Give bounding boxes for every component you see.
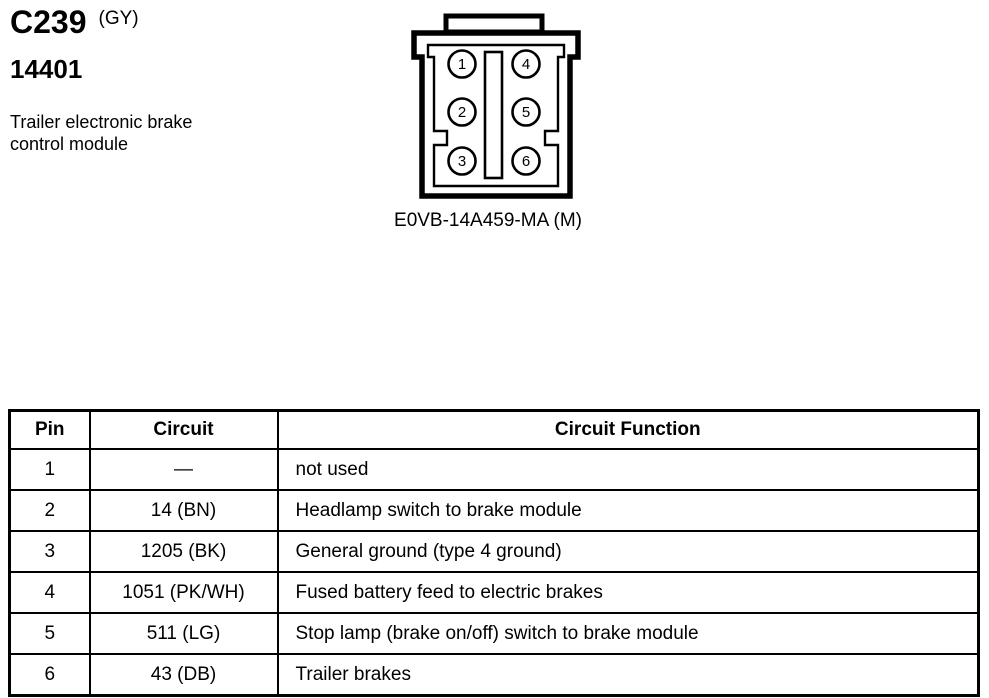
pin-cell: 2 (8, 489, 91, 532)
table-row: 6 43 (DB) Trailer brakes (8, 653, 980, 697)
pin-4-cavity (511, 49, 541, 79)
pin-1-cavity (447, 49, 477, 79)
circuit-cell: 1051 (PK/WH) (88, 571, 279, 614)
function-cell: Headlamp switch to brake module (276, 489, 980, 532)
function-cell: General ground (type 4 ground) (276, 530, 980, 573)
pin-6-cavity (511, 146, 541, 176)
connector-id: C239 (10, 4, 87, 40)
circuit-cell: 14 (BN) (88, 489, 279, 532)
pin-3-cavity (447, 146, 477, 176)
pin-3-label: 3 (458, 153, 466, 170)
circuit-cell: 43 (DB) (88, 653, 279, 697)
pin-cell: 1 (8, 448, 91, 491)
pin-5-cavity (511, 97, 541, 127)
pin-2-cavity (447, 97, 477, 127)
connector-latch-tab (443, 13, 545, 35)
connector-inner-wall (426, 43, 566, 188)
connector-color-code: (GY) (98, 8, 139, 29)
description-line-1: Trailer electronic brake (10, 112, 193, 132)
pin-cell: 6 (8, 653, 91, 697)
circuit-cell: 1205 (BK) (88, 530, 279, 573)
circuit-column-header: Circuit (88, 409, 279, 450)
connector-face-figure: 1 2 3 4 5 6 E0VB-14A459-MA (M) (375, 0, 615, 245)
pin-5-label: 5 (522, 104, 530, 121)
connector-title-row: C239 (GY) (10, 6, 350, 38)
pin-column-header: Pin (8, 409, 91, 450)
pin-4-label: 4 (522, 56, 530, 73)
pin-6-label: 6 (522, 153, 530, 170)
function-cell: not used (276, 448, 980, 491)
pin-cell: 4 (8, 571, 91, 614)
circuit-cell: 511 (LG) (88, 612, 279, 655)
table-row: 2 14 (BN) Headlamp switch to brake modul… (8, 489, 980, 532)
connector-description: Trailer electronic brake control module (10, 111, 350, 155)
pinout-table: Pin Circuit Circuit Function 1 — not use… (8, 409, 980, 697)
pin-1-label: 1 (458, 56, 466, 73)
pin-cell: 3 (8, 530, 91, 573)
part-number: 14401 (10, 54, 83, 84)
table-row: 5 511 (LG) Stop lamp (brake on/off) swit… (8, 612, 980, 655)
function-cell: Stop lamp (brake on/off) switch to brake… (276, 612, 980, 655)
connector-center-key (483, 50, 504, 180)
table-row: 1 — not used (8, 448, 980, 491)
description-line-2: control module (10, 134, 129, 154)
circuit-cell: — (88, 448, 279, 491)
connector-face-part-label: E0VB-14A459-MA (M) (394, 210, 582, 231)
connector-id-block: C239 (GY) 14401 Trailer electronic brake… (10, 6, 350, 155)
table-row: 3 1205 (BK) General ground (type 4 groun… (8, 530, 980, 573)
pin-2-label: 2 (458, 104, 466, 121)
table-row: 4 1051 (PK/WH) Fused battery feed to ele… (8, 571, 980, 614)
pin-cell: 5 (8, 612, 91, 655)
function-column-header: Circuit Function (276, 409, 980, 450)
function-cell: Trailer brakes (276, 653, 980, 697)
function-cell: Fused battery feed to electric brakes (276, 571, 980, 614)
table-header-row: Pin Circuit Circuit Function (8, 409, 980, 450)
